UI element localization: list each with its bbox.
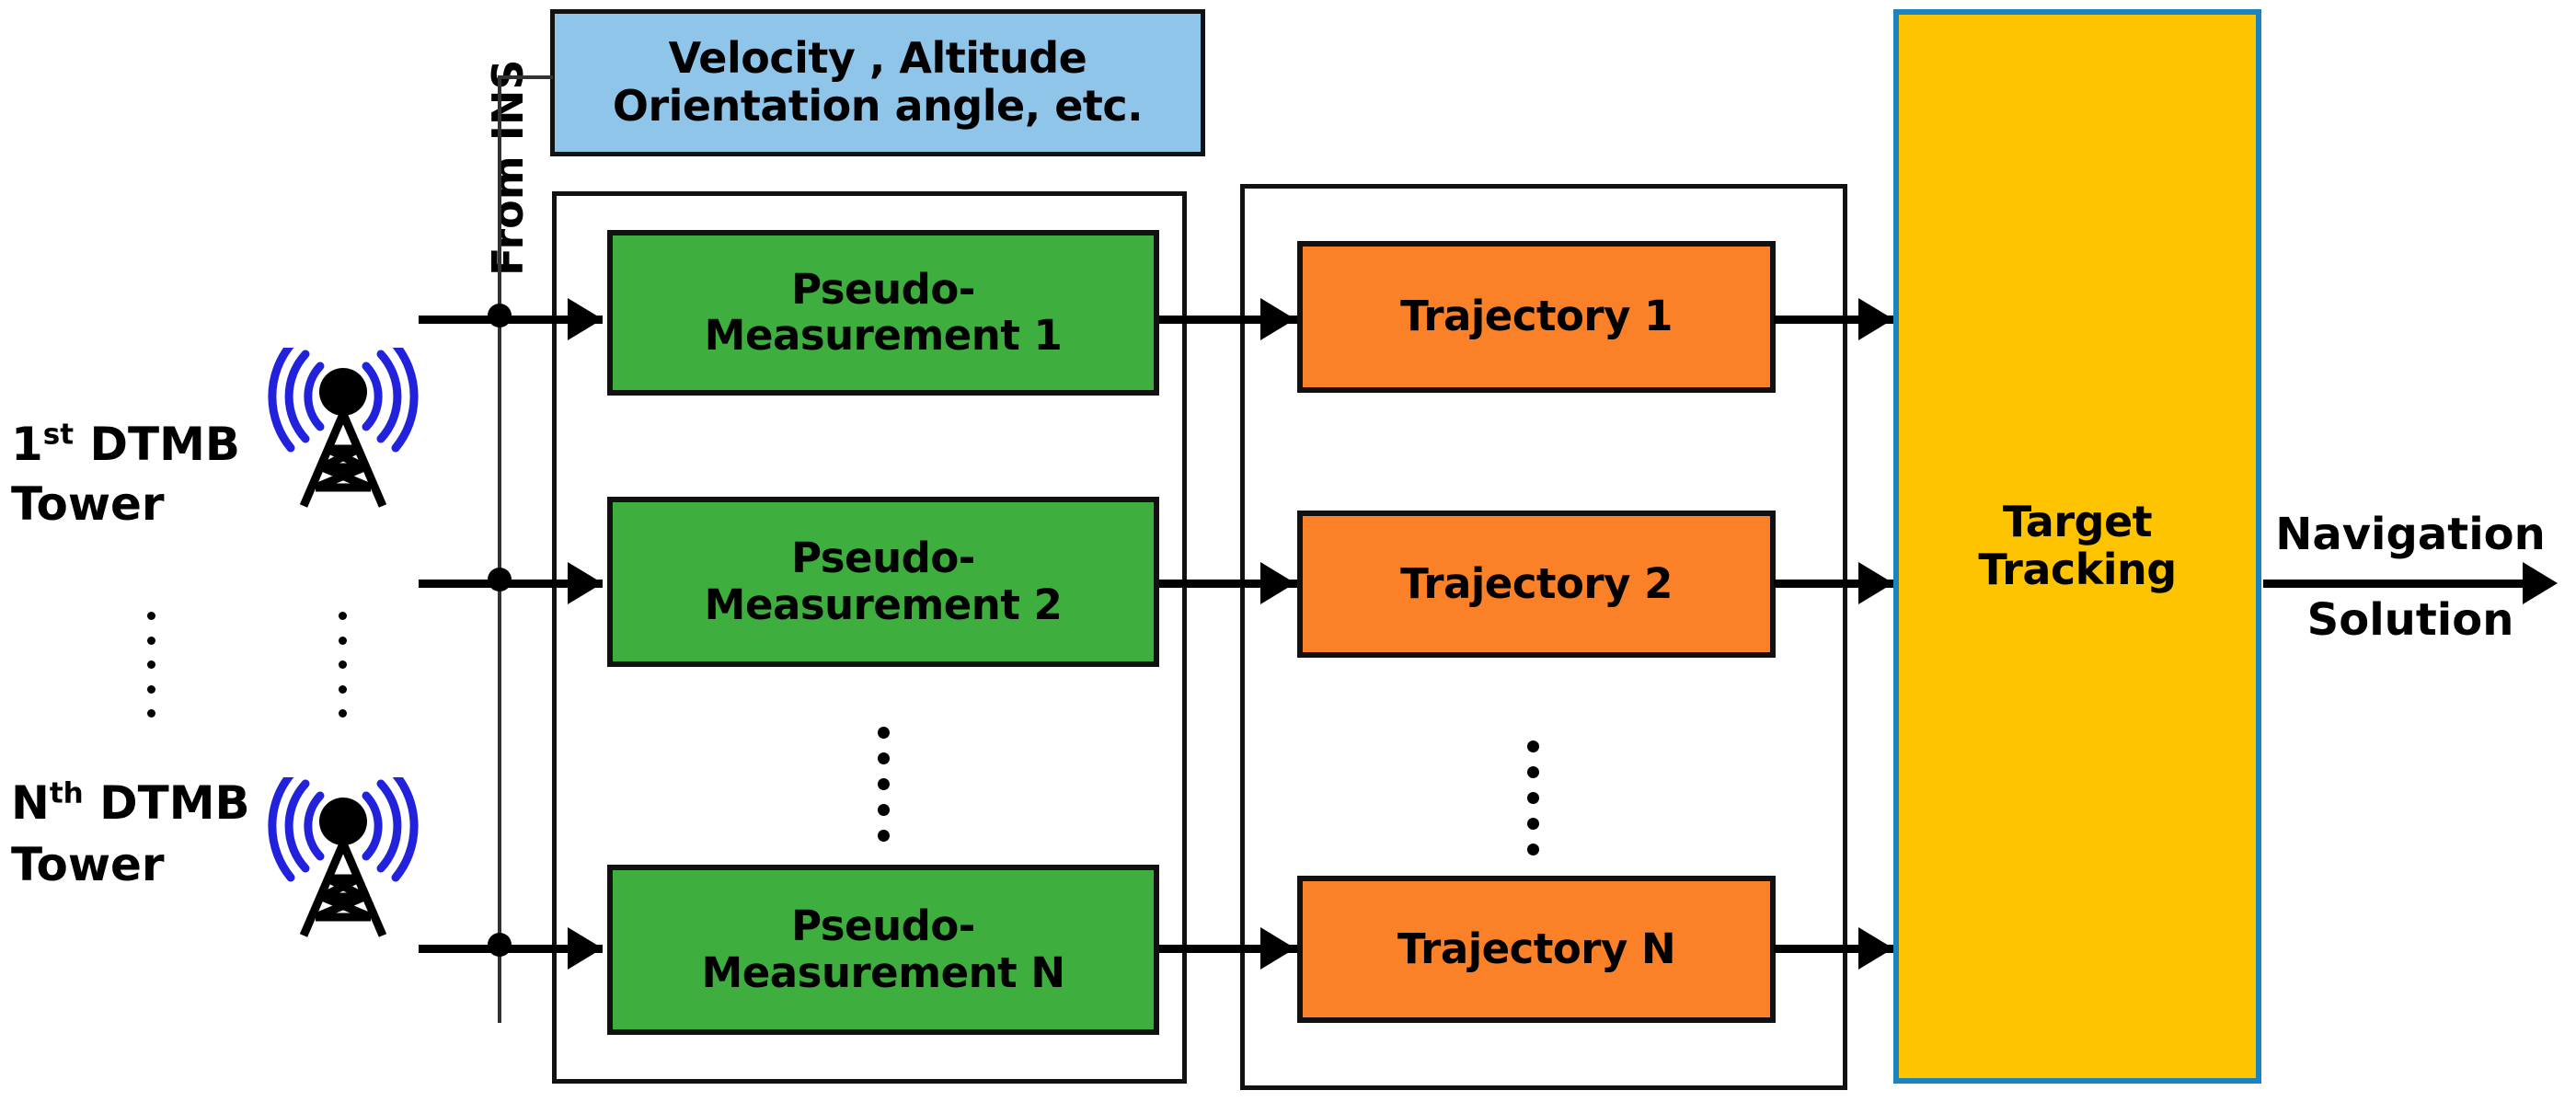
arrow-into-trajectory-N bbox=[1260, 927, 1295, 970]
trajectory-1-label: Trajectory 1 bbox=[1400, 292, 1673, 341]
trajectory-column-ellipsis bbox=[1525, 740, 1540, 855]
pseudo-measurement-n[interactable]: Pseudo- Measurement N bbox=[607, 865, 1159, 1035]
tower-label-ellipsis bbox=[144, 612, 157, 717]
pseudo-measurement-group bbox=[552, 191, 1187, 1084]
tower-1-label-line1: 1st DTMB bbox=[11, 419, 240, 470]
junction-dot-rowN bbox=[488, 933, 512, 957]
target-tracking-block[interactable]: Target Tracking bbox=[1893, 9, 2261, 1084]
target-tracking-line2: Tracking bbox=[1978, 545, 2177, 594]
from-ins-label: From INS bbox=[483, 59, 533, 276]
junction-dot-row2 bbox=[488, 568, 512, 591]
tower-n-label-line1: Nth DTMB bbox=[11, 777, 250, 829]
target-tracking-line1: Target bbox=[2002, 497, 2153, 547]
pseudo-2-line1: Pseudo- bbox=[791, 534, 975, 583]
trajectory-n-label: Trajectory N bbox=[1397, 924, 1676, 973]
arrow-into-pseudo-1 bbox=[568, 298, 603, 340]
pseudo-column-ellipsis bbox=[876, 727, 891, 842]
ins-feed-to-blue-wire bbox=[498, 75, 553, 79]
pseudo-1-line2: Measurement 1 bbox=[704, 311, 1063, 360]
tower-1-suffix: st bbox=[42, 418, 75, 452]
ins-feed-vertical-wire bbox=[498, 75, 501, 1023]
arrow-into-pseudo-N bbox=[568, 927, 603, 970]
tower-n-suffix: th bbox=[49, 776, 84, 810]
tower-n-ordinal: N bbox=[11, 776, 50, 830]
trajectory-1[interactable]: Trajectory 1 bbox=[1297, 241, 1776, 393]
pseudo-1-line1: Pseudo- bbox=[791, 264, 975, 314]
arrow-into-trajectory-1 bbox=[1260, 298, 1295, 340]
pseudoN-to-trajN-wire bbox=[1159, 945, 1302, 953]
trajectory-group bbox=[1240, 184, 1847, 1090]
dtmb-tower-1-icon bbox=[265, 340, 421, 512]
arrow-into-trajectory-2 bbox=[1260, 562, 1295, 604]
pseudo-measurement-2[interactable]: Pseudo- Measurement 2 bbox=[607, 497, 1159, 667]
pseudo1-to-traj1-wire bbox=[1159, 316, 1302, 324]
traj1-to-tracking-wire bbox=[1774, 316, 1903, 324]
tower-1-ordinal: 1 bbox=[11, 418, 43, 471]
dtmb-tower-n-icon bbox=[265, 770, 421, 942]
arrow-into-tracking-1 bbox=[1858, 298, 1893, 340]
pseudo-n-line2: Measurement N bbox=[701, 947, 1065, 997]
ins-data-line1: Velocity , Altitude bbox=[668, 33, 1087, 84]
ins-data-line2: Orientation angle, etc. bbox=[612, 81, 1144, 131]
tower-n-name: DTMB bbox=[99, 776, 250, 830]
arrow-navigation-solution bbox=[2523, 562, 2558, 604]
navigation-solution-line2: Solution bbox=[2306, 594, 2514, 646]
tower-icon-ellipsis bbox=[336, 612, 349, 717]
trajectory-n[interactable]: Trajectory N bbox=[1297, 876, 1776, 1023]
navigation-solution-wire bbox=[2263, 580, 2530, 588]
tower-1-label-line2: Tower bbox=[11, 477, 165, 531]
arrow-into-tracking-N bbox=[1858, 927, 1893, 970]
arrow-into-tracking-2 bbox=[1858, 562, 1893, 604]
pseudo-n-line1: Pseudo- bbox=[791, 901, 975, 951]
tower-n-label-line2: Tower bbox=[11, 838, 165, 891]
trajectory-2[interactable]: Trajectory 2 bbox=[1297, 511, 1776, 658]
traj2-to-tracking-wire bbox=[1774, 580, 1903, 588]
tower-1-name: DTMB bbox=[89, 418, 240, 471]
pseudo2-to-traj2-wire bbox=[1159, 580, 1302, 588]
pseudo-measurement-1[interactable]: Pseudo- Measurement 1 bbox=[607, 230, 1159, 396]
ins-data-block[interactable]: Velocity , Altitude Orientation angle, e… bbox=[550, 9, 1205, 156]
junction-dot-row1 bbox=[488, 304, 512, 327]
arrow-into-pseudo-2 bbox=[568, 562, 603, 604]
trajN-to-tracking-wire bbox=[1774, 945, 1903, 953]
navigation-solution-line1: Navigation bbox=[2275, 509, 2546, 560]
trajectory-2-label: Trajectory 2 bbox=[1400, 558, 1673, 608]
pseudo-2-line2: Measurement 2 bbox=[704, 580, 1063, 629]
